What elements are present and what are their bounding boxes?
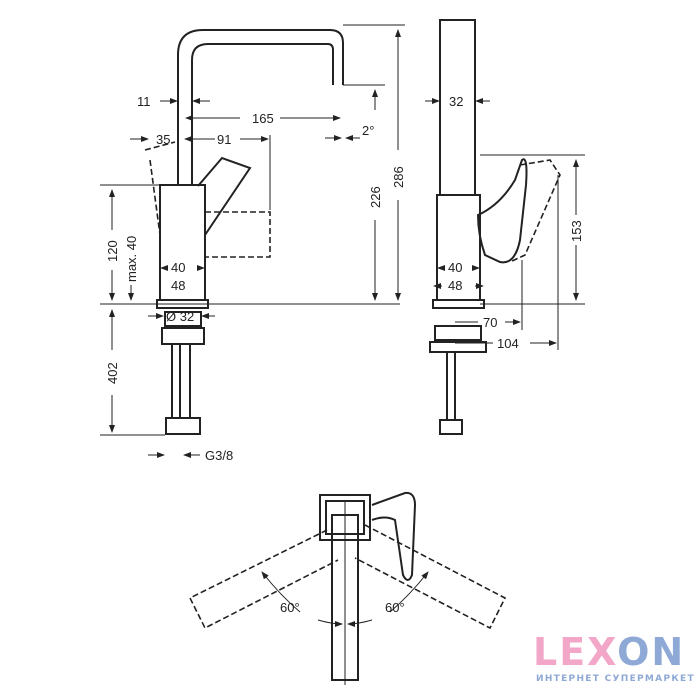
dim-11: 11 bbox=[137, 94, 151, 109]
side-dim-40: 40 bbox=[448, 260, 462, 275]
dim-2-deg: 2° bbox=[362, 123, 374, 138]
dim-91: 91 bbox=[217, 132, 231, 147]
side-view: 32 153 40 48 70 104 bbox=[425, 19, 585, 435]
angle-left-60: 60° bbox=[280, 600, 300, 615]
dim-226: 226 bbox=[368, 186, 383, 208]
logo-tagline: ИНТЕРНЕТ СУПЕРМАРКЕТ bbox=[536, 674, 695, 684]
top-view: 60° 60° bbox=[188, 491, 507, 685]
lexon-logo: LEXON bbox=[533, 630, 686, 674]
dim-max-40: max. 40 bbox=[124, 236, 139, 282]
side-dim-32: 32 bbox=[449, 94, 463, 109]
dim-g3-8: G3/8 bbox=[205, 448, 233, 463]
front-view: 11 165 35 91 2° 226 286 120 max. 40 40 4… bbox=[100, 24, 406, 463]
dim-40: 40 bbox=[171, 260, 185, 275]
dim-286: 286 bbox=[391, 166, 406, 188]
side-dim-153: 153 bbox=[569, 220, 584, 242]
dim-diameter-32: Ø 32 bbox=[166, 309, 194, 324]
dim-120: 120 bbox=[105, 240, 120, 262]
dim-402: 402 bbox=[105, 362, 120, 384]
angle-right-60: 60° bbox=[385, 600, 405, 615]
dim-165: 165 bbox=[252, 111, 274, 126]
side-dim-48: 48 bbox=[448, 278, 462, 293]
side-dim-104: 104 bbox=[497, 336, 519, 351]
dim-35: 35 bbox=[156, 132, 170, 147]
side-dim-70: 70 bbox=[483, 315, 497, 330]
dim-48: 48 bbox=[171, 278, 185, 293]
